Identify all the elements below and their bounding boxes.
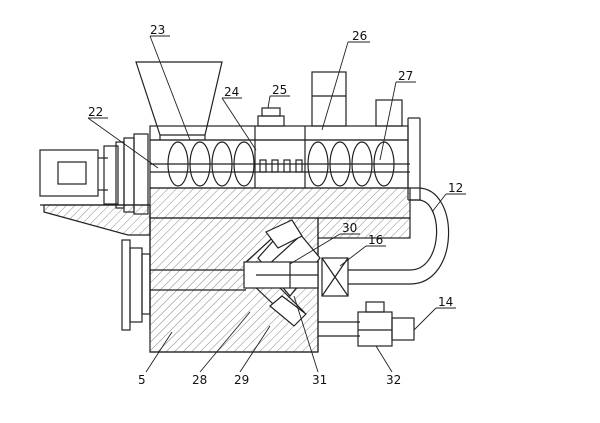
cutter-block	[243, 219, 321, 327]
label-23: 23	[150, 23, 165, 37]
label-31: 31	[312, 373, 327, 387]
label-28: 28	[192, 373, 207, 387]
return-pipe-12	[409, 187, 450, 285]
label-32: 32	[386, 373, 401, 387]
top-boxes	[311, 71, 403, 127]
label-29: 29	[234, 373, 249, 387]
label-27: 27	[398, 69, 413, 83]
valve-16	[321, 257, 410, 297]
label-22: 22	[88, 105, 103, 119]
label-5: 5	[138, 373, 146, 387]
label-16: 16	[368, 233, 383, 247]
feed-hopper	[135, 61, 223, 140]
label-12: 12	[448, 181, 463, 195]
label-30: 30	[342, 221, 357, 235]
label-14: 14	[438, 295, 453, 309]
part-labels: 23 26 22 24 25 27 12 30 16 14 5 28 29 31…	[88, 23, 463, 387]
cutting-chamber	[254, 107, 306, 188]
label-24: 24	[224, 85, 239, 99]
label-25: 25	[272, 83, 287, 97]
leader-lines	[87, 35, 466, 373]
label-26: 26	[352, 29, 367, 43]
outlet-32	[318, 301, 415, 347]
motor	[39, 133, 151, 236]
